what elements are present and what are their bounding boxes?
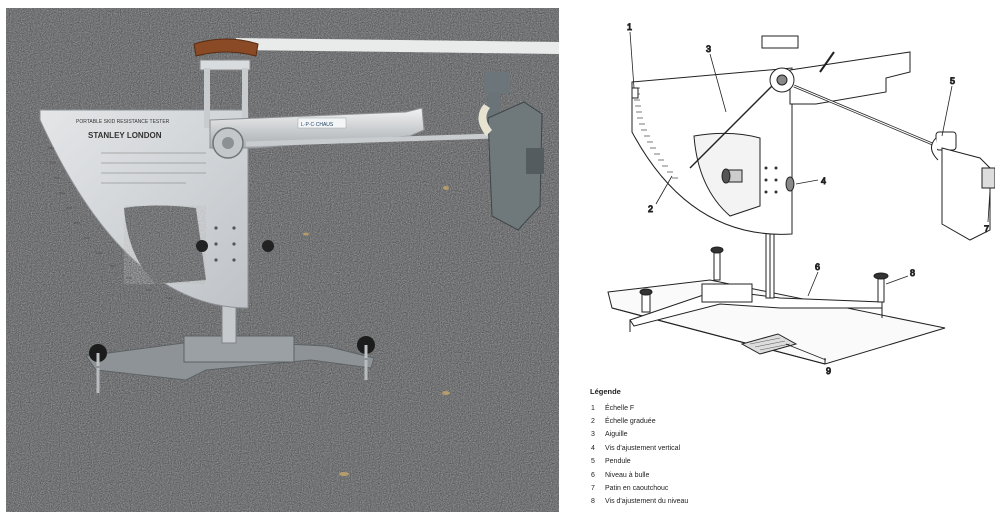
legend-item: 7 Patin en caoutchouc: [590, 482, 990, 495]
legend-item-number: 3: [591, 431, 595, 439]
legend-item-number: 5: [591, 458, 595, 466]
callout-5: 5: [950, 76, 955, 86]
pendulum-tester-diagram: 1 3 2 4 5 6 7 8 9: [590, 8, 995, 388]
legend-item: 2 Échelle graduée: [590, 415, 990, 428]
callout-9: 9: [826, 366, 831, 376]
legend-item-label: Pendule: [605, 458, 631, 466]
pendulum-head-drawing: [931, 131, 995, 241]
legend-item-number: 8: [591, 498, 595, 506]
legend-item: 4 Vis d'ajustement vertical: [590, 442, 990, 455]
plate-heading: PORTABLE SKID RESISTANCE TESTER: [76, 119, 170, 125]
carrying-handle: [193, 38, 259, 128]
legend-item-number: 7: [591, 485, 595, 493]
base-casting: [85, 335, 375, 393]
legend-item: 5 Pendule: [590, 455, 990, 468]
legend-item-number: 1: [591, 404, 595, 412]
legend-item-label: Vis d'ajustement du niveau: [605, 498, 689, 506]
legend-item: 3 Aiguille: [590, 428, 990, 441]
graduation-marks: [48, 147, 172, 299]
callout-6: 6: [815, 262, 820, 272]
legend-item-label: Vis d'ajustement vertical: [605, 444, 681, 452]
legend-title: Légende: [590, 387, 621, 396]
legend-item-number: 2: [591, 418, 595, 426]
pendulum-arm: L·P·C·CHAUS: [209, 107, 495, 159]
arm-drawing: [689, 35, 943, 169]
legend-item: 8 Vis d'ajustement du niveau: [590, 495, 990, 508]
legend-item-label: Échelle F: [605, 404, 635, 412]
callout-1: 1: [627, 22, 632, 32]
legend-item-number: 4: [591, 444, 595, 452]
legend-item: 1 Échelle F: [590, 402, 990, 415]
leader-lines: [629, 31, 991, 361]
legend-item-label: Patin en caoutchouc: [605, 485, 669, 493]
legend: Légende 1 Échelle F 2 Échelle graduée 3 Aigui…: [590, 388, 990, 509]
callout-4: 4: [821, 176, 826, 186]
plate-brand: STANLEY LONDON: [88, 131, 162, 140]
asphalt-surface: [6, 8, 559, 512]
road-marking: [236, 38, 559, 54]
legend-item-label: Échelle graduée: [605, 418, 656, 426]
base-frame: [629, 246, 889, 332]
legend-item-label: Aiguille: [605, 431, 628, 439]
legend-item: 6 Niveau à bulle: [590, 468, 990, 481]
pendulum-tester-photo: PORTABLE SKID RESISTANCE TESTER STANLEY …: [6, 8, 559, 512]
scale-plate: PORTABLE SKID RESISTANCE TESTER STANLEY …: [39, 109, 274, 309]
scale-plate-drawing: [631, 67, 795, 235]
pendulum-head: [478, 72, 544, 231]
callout-7: 7: [984, 224, 989, 234]
arm-tag: L·P·C·CHAUS: [301, 122, 334, 128]
callout-3: 3: [706, 44, 711, 54]
legend-item-label: Niveau à bulle: [605, 471, 650, 479]
callout-8: 8: [910, 268, 915, 278]
callout-2: 2: [648, 204, 653, 214]
legend-item-number: 6: [591, 471, 595, 479]
